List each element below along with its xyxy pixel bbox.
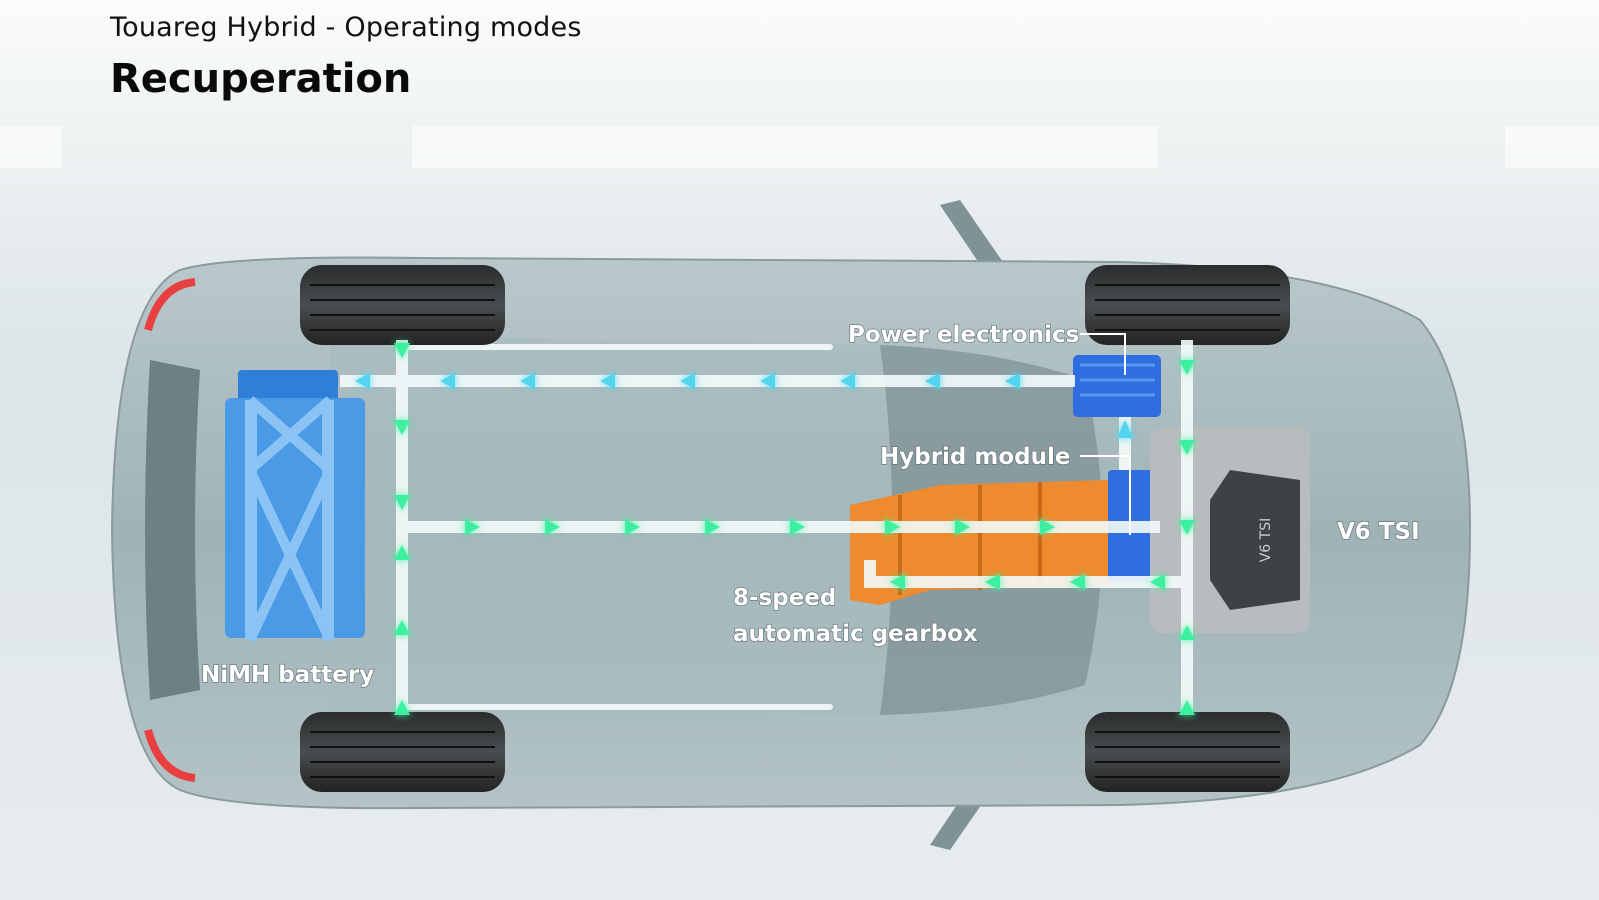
wheel-rear-left <box>300 265 505 345</box>
arrow-left <box>440 373 455 389</box>
diagram-title: Recuperation <box>110 56 412 102</box>
rear-light-bottom <box>144 728 196 782</box>
label-battery: NiMH battery <box>201 662 374 688</box>
background-band <box>412 126 1158 168</box>
leader-power-electronics <box>1080 333 1126 375</box>
arrow-down <box>394 420 410 435</box>
power-electronics-unit <box>1073 355 1161 417</box>
arrow-down <box>394 495 410 510</box>
arrow-left <box>760 373 775 389</box>
label-engine: V6 TSI <box>1337 519 1420 545</box>
arrow-up <box>394 700 410 715</box>
arrow-left <box>1070 574 1085 590</box>
arrow-right <box>885 519 900 535</box>
arrow-left <box>520 373 535 389</box>
mirror-top <box>940 200 1005 272</box>
arrow-right <box>545 519 560 535</box>
nimh-battery <box>225 370 365 643</box>
arrow-up <box>394 620 410 635</box>
arrow-left <box>925 373 940 389</box>
arrow-down <box>394 343 410 358</box>
diagram-subtitle: Touareg Hybrid - Operating modes <box>110 12 582 43</box>
arrow-left <box>1150 574 1165 590</box>
arrow-right <box>955 519 970 535</box>
arrow-up <box>1179 625 1195 640</box>
arrow-left <box>985 574 1000 590</box>
arrow-left <box>840 373 855 389</box>
label-hybrid-module: Hybrid module <box>880 444 1071 470</box>
flow-arrows <box>355 343 1195 715</box>
arrow-left <box>1005 373 1020 389</box>
arrow-up <box>1179 700 1195 715</box>
wheel-rear-right <box>300 712 505 792</box>
arrow-right <box>1040 519 1055 535</box>
arrow-right <box>790 519 805 535</box>
arrow-right <box>625 519 640 535</box>
background-band <box>1505 126 1599 168</box>
v6-tsi-engine: V6 TSI <box>1150 428 1310 633</box>
rear-window <box>145 360 200 700</box>
arrow-up <box>394 545 410 560</box>
arrow-up <box>1117 420 1133 438</box>
engine-cover-text: V6 TSI <box>1258 518 1274 563</box>
arrow-down <box>1179 360 1195 375</box>
background-band <box>0 126 62 168</box>
label-gearbox-line1: 8-speed <box>733 585 836 611</box>
arrow-left <box>890 574 905 590</box>
leader-hybrid-module <box>1080 455 1131 535</box>
arrow-right <box>705 519 720 535</box>
rear-light-top <box>144 278 196 332</box>
wheel-front-left <box>1085 265 1290 345</box>
arrow-right <box>465 519 480 535</box>
wheel-front-right <box>1085 712 1290 792</box>
arrow-down <box>1179 440 1195 455</box>
label-gearbox-line2: automatic gearbox <box>733 621 978 647</box>
arrow-left <box>680 373 695 389</box>
arrow-left <box>600 373 615 389</box>
arrow-down <box>1179 520 1195 535</box>
arrow-left <box>355 373 370 389</box>
label-power-electronics: Power electronics <box>848 322 1079 348</box>
